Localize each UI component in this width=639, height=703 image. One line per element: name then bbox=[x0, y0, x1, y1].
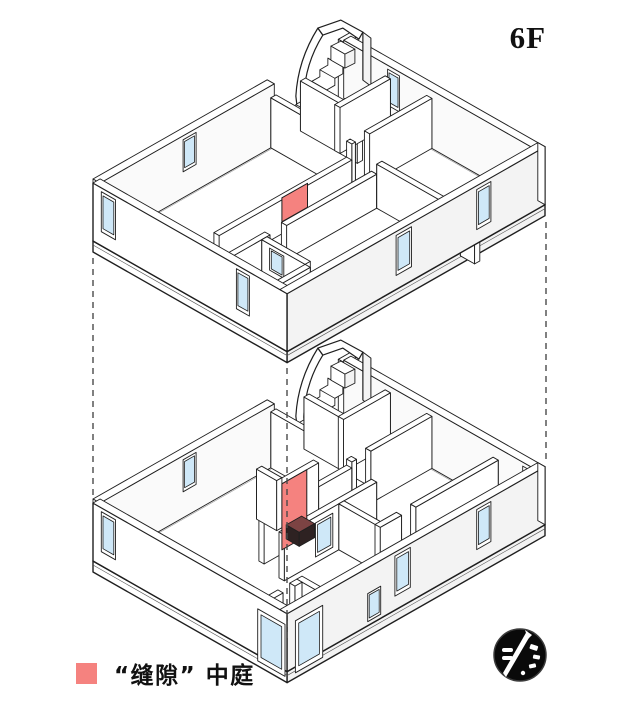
window-glass bbox=[184, 135, 195, 169]
edge-line bbox=[286, 528, 546, 676]
legend-atrium-swatch bbox=[76, 662, 97, 684]
stair-tower-right-wall bbox=[362, 31, 372, 87]
window-glass bbox=[102, 515, 115, 556]
wall-end bbox=[276, 477, 283, 532]
window-glass bbox=[102, 195, 115, 236]
stair-tower-top bbox=[317, 19, 364, 40]
wall-end bbox=[537, 142, 546, 206]
stair-tower-right-wall bbox=[362, 351, 372, 407]
wall-end bbox=[537, 462, 546, 526]
atrium-floor-box bbox=[298, 523, 316, 547]
legend-label: “缝隙” 中庭 bbox=[114, 663, 255, 689]
window-glass bbox=[298, 610, 320, 667]
window-glass bbox=[317, 516, 332, 553]
edge-line bbox=[286, 208, 546, 356]
wall-end bbox=[337, 416, 344, 472]
compass-rim bbox=[493, 628, 547, 682]
compass-needle bbox=[502, 630, 541, 677]
window-glass bbox=[184, 455, 195, 489]
legend: “缝隙” 中庭 bbox=[76, 656, 255, 690]
edge-line bbox=[92, 564, 288, 676]
window-glass bbox=[368, 589, 380, 619]
stair-landing bbox=[344, 368, 356, 389]
window-glass bbox=[260, 614, 283, 670]
window-glass bbox=[396, 551, 409, 592]
stair-landing bbox=[344, 48, 356, 69]
window-glass bbox=[397, 230, 411, 271]
window-glass bbox=[270, 250, 283, 276]
stair-tower-top bbox=[317, 339, 364, 360]
atrium-gap-highlight bbox=[281, 182, 308, 223]
lower-floor-plan bbox=[92, 339, 546, 684]
edge-line bbox=[92, 244, 288, 356]
edge-line bbox=[319, 69, 336, 79]
projection-guide-lines bbox=[92, 222, 547, 642]
window-glass bbox=[477, 505, 490, 545]
window-glass bbox=[477, 185, 490, 226]
wall-end bbox=[334, 104, 341, 154]
floor-label: 6F bbox=[509, 20, 546, 55]
window-glass bbox=[237, 272, 249, 312]
edge-line bbox=[319, 389, 336, 399]
upper-floor-plan bbox=[92, 19, 546, 364]
north-compass-icon bbox=[493, 628, 547, 682]
